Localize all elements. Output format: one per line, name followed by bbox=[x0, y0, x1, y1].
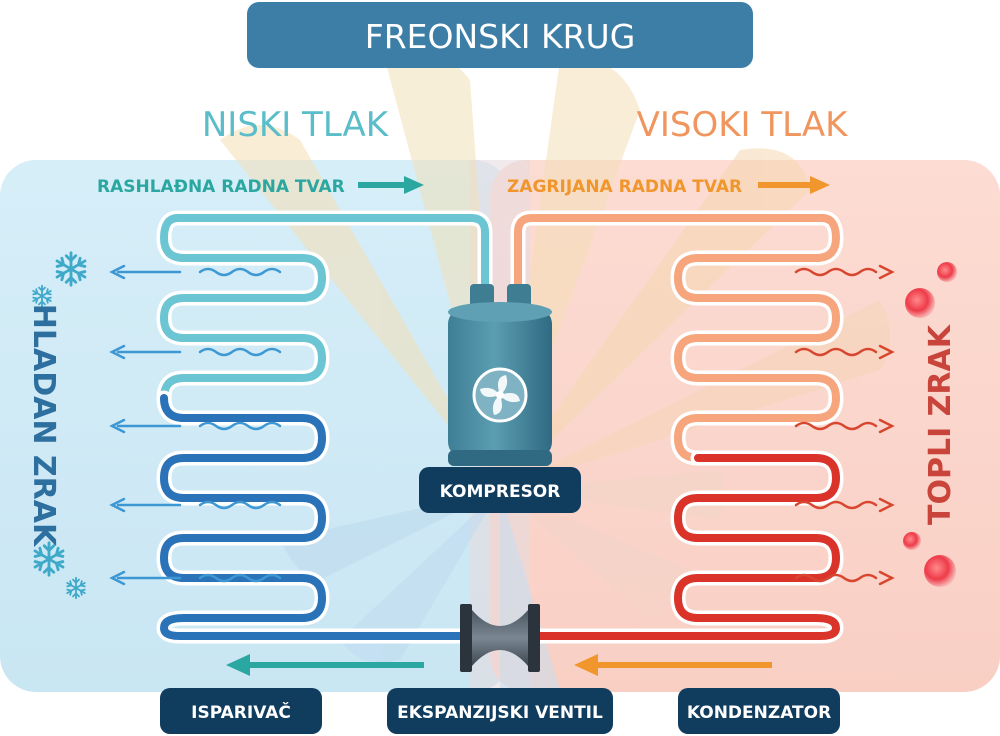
condenser-label-box bbox=[678, 688, 840, 734]
expansion-valve-label-box bbox=[387, 688, 613, 734]
diagram-title: FREONSKI KRUG bbox=[365, 17, 636, 56]
air-wave-icon bbox=[794, 264, 895, 280]
compressor-label: KOMPRESOR bbox=[440, 482, 561, 502]
hot-air-waves bbox=[794, 264, 895, 586]
heat-bubble-icon bbox=[903, 532, 921, 550]
title-banner bbox=[247, 2, 753, 68]
expansion-valve bbox=[460, 604, 540, 672]
high-pressure-heading: VISOKI TLAK bbox=[637, 105, 850, 145]
compressor-label-box bbox=[419, 467, 581, 513]
cold-air-label: HLADAN ZRAK bbox=[26, 304, 61, 548]
air-wave-icon bbox=[794, 418, 895, 434]
cold-refrigerant-label: RASHLAĐNA RADNA TVAR bbox=[97, 177, 345, 197]
evaporator-coil bbox=[156, 210, 493, 644]
heat-bubble-icon bbox=[937, 262, 957, 282]
hot-flow-arrowhead bbox=[810, 176, 830, 194]
fan-icon bbox=[472, 367, 528, 423]
return-flow-arrowhead-cold bbox=[226, 654, 250, 676]
air-wave-icon bbox=[794, 497, 895, 513]
hot-refrigerant-label: ZAGRIJANA RADNA TVAR bbox=[507, 177, 742, 197]
air-wave-icon bbox=[794, 344, 895, 360]
air-wave-icon bbox=[109, 570, 282, 586]
air-wave-icon bbox=[794, 570, 895, 586]
condenser-coil bbox=[510, 210, 844, 644]
evaporator-label: ISPARIVAČ bbox=[191, 701, 291, 723]
cold-flow-arrowhead bbox=[404, 176, 424, 194]
air-wave-icon bbox=[109, 344, 282, 360]
heat-bubble-icon bbox=[924, 555, 956, 587]
warm-air-label: TOPLI ZRAK bbox=[923, 323, 958, 525]
cold-air-waves bbox=[109, 264, 282, 586]
heat-bubble-icon bbox=[905, 288, 935, 318]
expansion-valve-label: EKSPANZIJSKI VENTIL bbox=[397, 703, 603, 723]
air-wave-icon bbox=[109, 418, 282, 434]
air-wave-icon bbox=[109, 497, 282, 513]
low-pressure-heading: NISKI TLAK bbox=[202, 105, 390, 145]
return-flow-arrowhead-hot bbox=[574, 654, 598, 676]
evaporator-label-box bbox=[160, 688, 322, 734]
compressor bbox=[448, 284, 552, 466]
condenser-label: KONDENZATOR bbox=[687, 703, 831, 723]
air-wave-icon bbox=[109, 264, 282, 280]
